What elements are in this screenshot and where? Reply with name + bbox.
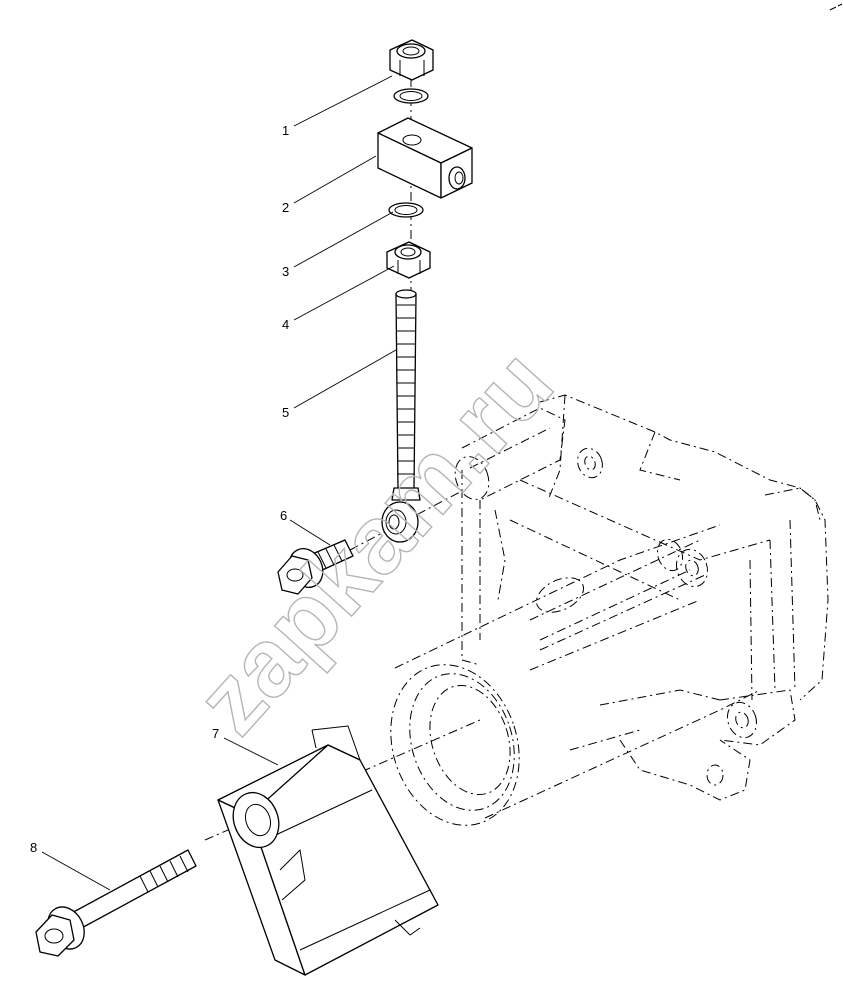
callout-3: 3 xyxy=(282,264,289,279)
corner-mark xyxy=(829,3,843,11)
part-2-clamp-block xyxy=(377,117,473,199)
part-8-long-bolt xyxy=(35,849,197,957)
callout-8: 8 xyxy=(30,840,37,855)
callout-labels: 1 2 3 4 5 6 7 8 xyxy=(30,123,289,855)
leader-lines xyxy=(41,75,397,891)
part-5-eye-bolt xyxy=(381,289,421,543)
part-6-flange-bolt xyxy=(277,539,354,595)
part-1-washer xyxy=(393,88,429,104)
part-3-washer xyxy=(388,202,424,218)
part-4-hex-nut xyxy=(386,241,431,279)
callout-5: 5 xyxy=(282,405,289,420)
callout-1: 1 xyxy=(282,123,289,138)
part-7-bracket xyxy=(217,725,439,976)
part-1-hex-nut xyxy=(389,39,434,81)
callout-6: 6 xyxy=(280,508,287,523)
callout-7: 7 xyxy=(212,726,219,741)
watermark-text: zapkam.ru xyxy=(176,330,573,754)
callout-2: 2 xyxy=(282,200,289,215)
housing-outline xyxy=(390,394,829,826)
callout-4: 4 xyxy=(282,317,289,332)
